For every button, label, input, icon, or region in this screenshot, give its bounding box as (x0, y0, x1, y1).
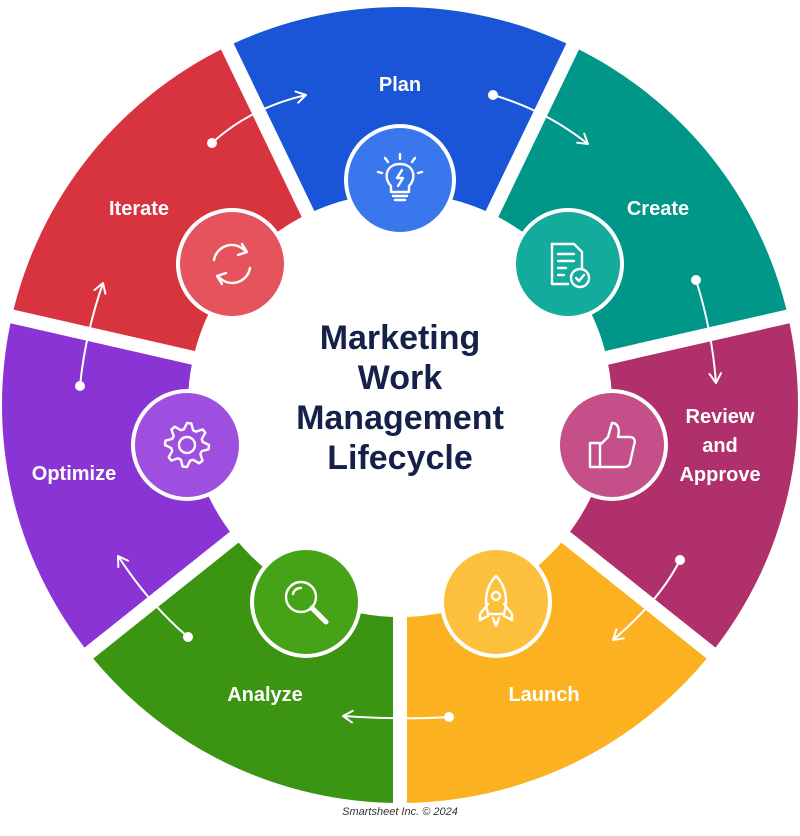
segment-iterate (11, 46, 309, 358)
lightbulb-icon (344, 124, 456, 236)
stage-label-review: Review (686, 406, 755, 428)
center-title-line: Lifecycle (327, 439, 473, 477)
refresh-icon (176, 208, 288, 320)
center-title-line: Marketing (319, 319, 481, 357)
center-title-line: Management (296, 399, 504, 437)
flow-arrow (691, 275, 723, 384)
flow-arrow (488, 90, 589, 145)
stage-label-create: Create (627, 198, 689, 220)
stage-label-optimize: Optimize (32, 463, 116, 485)
flow-arrow (117, 555, 193, 642)
document-check-icon (512, 208, 624, 320)
stage-label-analyze: Analyze (227, 684, 303, 706)
stage-label-review: Approve (679, 464, 760, 486)
center-title: Marketing Work Management Lifecycle (250, 318, 550, 478)
flow-arrow (207, 90, 307, 148)
segment-divider (219, 39, 316, 219)
stage-label-iterate: Iterate (109, 198, 169, 220)
flow-arrow (612, 555, 685, 641)
rocket-icon (440, 546, 552, 658)
segment-divider (81, 530, 241, 662)
thumbs-up-icon (556, 389, 668, 501)
stage-label-launch: Launch (508, 684, 579, 706)
segment-divider (484, 39, 581, 219)
flow-arrow (75, 282, 107, 391)
stage-icons (131, 124, 668, 658)
center-title-line: Work (357, 359, 443, 397)
segment-plan (227, 7, 573, 214)
magnifier-icon (250, 546, 362, 658)
lifecycle-segments (2, 7, 798, 807)
stage-label-review: and (702, 435, 738, 457)
stage-label-plan: Plan (379, 74, 421, 96)
copyright-footer: Smartsheet Inc. © 2024 (342, 806, 458, 818)
segment-divider (6, 308, 197, 366)
segment-create (491, 46, 789, 358)
segment-divider (559, 530, 719, 662)
gear-icon (131, 389, 243, 501)
center-disk (188, 193, 612, 617)
flow-arrows (75, 90, 723, 724)
flow-arrow (342, 709, 454, 724)
segment-divider (603, 308, 794, 366)
